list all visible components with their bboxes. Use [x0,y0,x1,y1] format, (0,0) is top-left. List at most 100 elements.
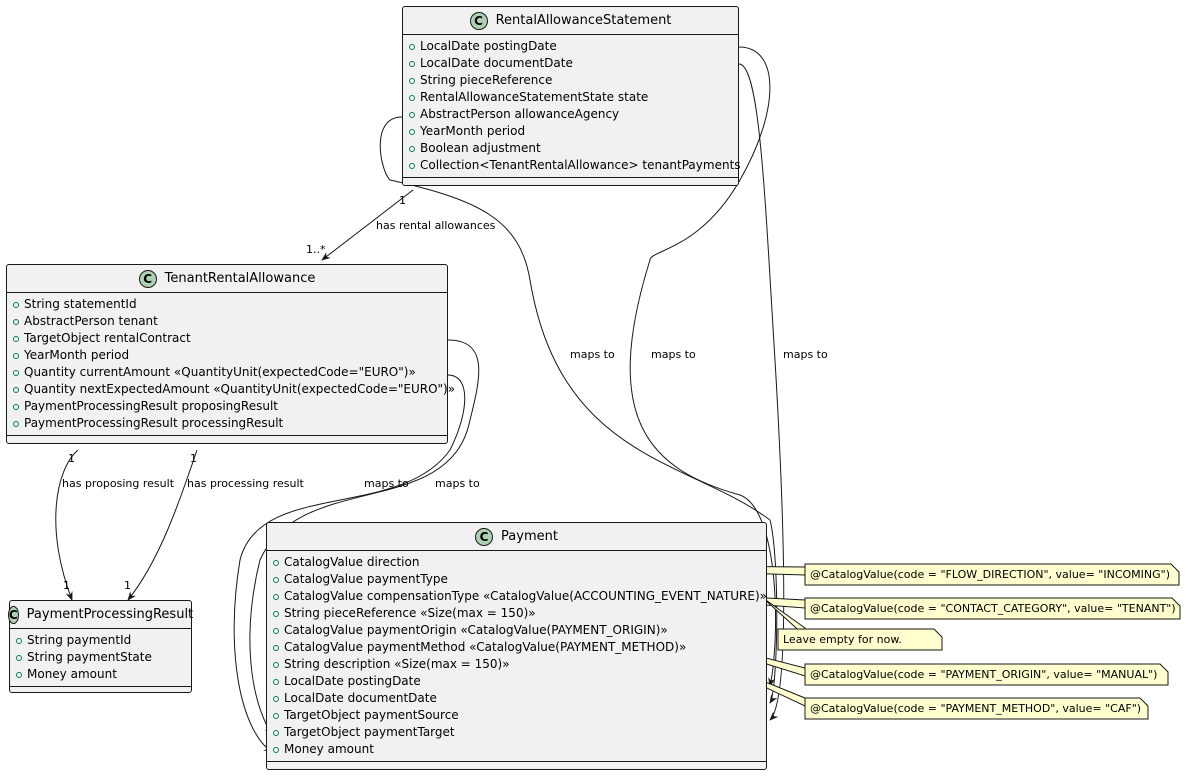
field: CatalogValue paymentMethod «CatalogValue… [267,639,766,656]
public-field-icon [409,60,415,67]
public-field-icon [409,162,415,169]
field: CatalogValue paymentType [267,571,766,588]
public-field-icon [273,712,279,719]
public-field-icon [409,111,415,118]
field: LocalDate documentDate [403,55,738,72]
public-field-icon [273,644,279,651]
class-header: C TenantRentalAllowance [7,265,447,293]
field: PaymentProcessingResult processingResult [7,415,447,432]
field: String description «Size(max = 150)» [267,656,766,673]
multiplicity-label: 1 [68,452,75,465]
field-list: String paymentId String paymentState Mon… [10,629,191,687]
field: RentalAllowanceStatementState state [403,89,738,106]
multiplicity-label: 1..* [306,243,326,256]
field-list: CatalogValue direction CatalogValue paym… [267,551,767,762]
public-field-icon [273,729,279,736]
field: LocalDate documentDate [267,690,766,707]
note-leave-empty: Leave empty for now. [783,633,902,646]
field: String pieceReference [403,72,738,89]
class-payment-processing-result[interactable]: C PaymentProcessingResult String payment… [7,600,194,695]
multiplicity-label: 1 [63,579,70,592]
class-header: C PaymentProcessingResult [7,601,194,629]
class-rental-allowance-statement[interactable]: C RentalAllowanceStatement LocalDate pos… [402,6,741,186]
public-field-icon [409,128,415,135]
public-field-icon [409,77,415,84]
note-shapes [777,563,1181,720]
public-field-icon [16,654,22,661]
public-field-icon [273,576,279,583]
public-field-icon [13,335,19,342]
public-field-icon [273,593,279,600]
edge-label: maps to [783,348,828,361]
field: YearMonth period [403,123,738,140]
field-list: LocalDate postingDate LocalDate document… [403,35,741,178]
class-circle-icon: C [475,527,494,546]
field: TargetObject paymentTarget [267,724,766,741]
field: CatalogValue paymentOrigin «CatalogValue… [267,622,766,639]
field: AbstractPerson allowanceAgency [403,106,738,123]
field: String pieceReference «Size(max = 150)» [267,605,766,622]
multiplicity-label: 1 [399,194,406,207]
field: LocalDate postingDate [267,673,766,690]
edge-label: has proposing result [62,477,175,490]
edge-label: has processing result [187,477,304,490]
public-field-icon [13,301,19,308]
edge-label: maps to [364,477,409,490]
class-circle-icon: C [469,11,488,30]
public-field-icon [16,637,22,644]
note-payment-method: @CatalogValue(code = "PAYMENT_METHOD", v… [810,702,1142,715]
edge-statement-payment-1 [379,116,778,704]
field: String statementId [7,296,447,313]
edge-label: maps to [435,477,480,490]
field: String paymentState [10,649,191,666]
field: LocalDate postingDate [403,38,738,55]
class-name: Payment [501,529,558,544]
multiplicity-label: 1 [190,452,197,465]
field-list: String statementId AbstractPerson tenant… [7,293,455,436]
class-header: C Payment [267,523,766,551]
class-payment[interactable]: C Payment CatalogValue direction Catalog… [266,522,767,770]
field: Collection<TenantRentalAllowance> tenant… [403,157,741,174]
note-flow-direction: @CatalogValue(code = "FLOW_DIRECTION", v… [810,568,1170,581]
edge-statement-tenant [321,189,414,261]
field: Boolean adjustment [403,140,738,157]
field: PaymentProcessingResult proposingResult [7,398,447,415]
method-list [7,436,447,444]
field: YearMonth period [7,347,447,364]
note-payment-origin: @CatalogValue(code = "PAYMENT_ORIGIN", v… [810,668,1158,681]
note-contact-category: @CatalogValue(code = "CONTACT_CATEGORY",… [810,602,1176,615]
public-field-icon [409,43,415,50]
field: Money amount [267,741,766,758]
field: String paymentId [10,632,191,649]
public-field-icon [13,352,19,359]
method-list [267,762,766,770]
class-name: PaymentProcessingResult [26,607,194,622]
public-field-icon [273,661,279,668]
edge-tenant-payment-2 [233,374,466,753]
field: CatalogValue compensationType «CatalogVa… [267,588,767,605]
class-tenant-rental-allowance[interactable]: C TenantRentalAllowance String statement… [6,264,455,444]
field: Quantity nextExpectedAmount «QuantityUni… [7,381,455,398]
edge-tenant-result-proposing [55,449,79,601]
public-field-icon [273,678,279,685]
edge-label: maps to [651,348,696,361]
edge-tenant-result-processing [127,449,198,601]
method-list [10,687,191,695]
public-field-icon [13,403,19,410]
field: AbstractPerson tenant [7,313,447,330]
public-field-icon [13,369,19,376]
class-header: C RentalAllowanceStatement [403,7,738,35]
public-field-icon [273,695,279,702]
public-field-icon [273,746,279,753]
public-field-icon [273,610,279,617]
class-name: RentalAllowanceStatement [495,13,672,28]
class-name: TenantRentalAllowance [164,271,316,286]
public-field-icon [13,386,19,393]
field: TargetObject paymentSource [267,707,766,724]
public-field-icon [409,94,415,101]
method-list [403,178,738,186]
class-circle-icon: C [7,605,19,624]
public-field-icon [13,420,19,427]
public-field-icon [273,627,279,634]
field: Quantity currentAmount «QuantityUnit(exp… [7,364,447,381]
